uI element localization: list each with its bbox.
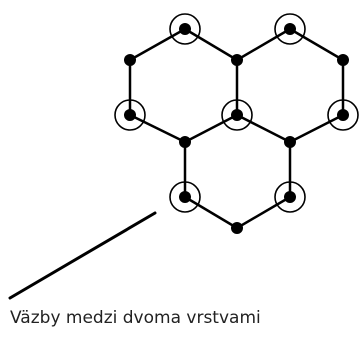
atom-n3	[124, 54, 136, 66]
atom-n10	[284, 136, 296, 148]
lattice-bonds	[128, 27, 345, 230]
atom-n13	[231, 222, 243, 234]
atom-n12	[284, 191, 296, 203]
interlayer-ring-n8	[327, 99, 359, 131]
atom-n7	[231, 109, 243, 121]
lattice-atoms	[124, 23, 349, 234]
atom-n1	[179, 23, 191, 35]
bond-14	[184, 195, 238, 230]
atom-n6	[124, 109, 136, 121]
atom-n4	[231, 54, 243, 66]
atom-n2	[284, 23, 296, 35]
atom-n11	[179, 191, 191, 203]
caption-pointer-line	[8, 211, 157, 300]
diagram-caption: Väzby medzi dvoma vrstvami	[10, 308, 261, 328]
interlayer-ring-n2	[274, 13, 306, 45]
bond-15	[236, 195, 291, 230]
bond-11	[289, 113, 344, 144]
interlayer-ring-n1	[169, 13, 201, 45]
interlayer-bond-rings	[114, 13, 359, 213]
interlayer-ring-n6	[114, 99, 146, 131]
interlayer-ring-n7	[221, 99, 253, 131]
bond-9	[184, 113, 238, 144]
interlayer-ring-n12	[274, 181, 306, 213]
bond-3	[236, 27, 291, 62]
bond-8	[129, 113, 186, 144]
atom-n9	[179, 136, 191, 148]
bond-4	[289, 27, 344, 62]
bond-10	[236, 113, 291, 144]
interlayer-ring-n11	[169, 181, 201, 213]
bond-2	[184, 27, 238, 62]
atom-n8	[337, 109, 349, 121]
bond-1	[129, 27, 186, 62]
atom-n5	[337, 54, 349, 66]
